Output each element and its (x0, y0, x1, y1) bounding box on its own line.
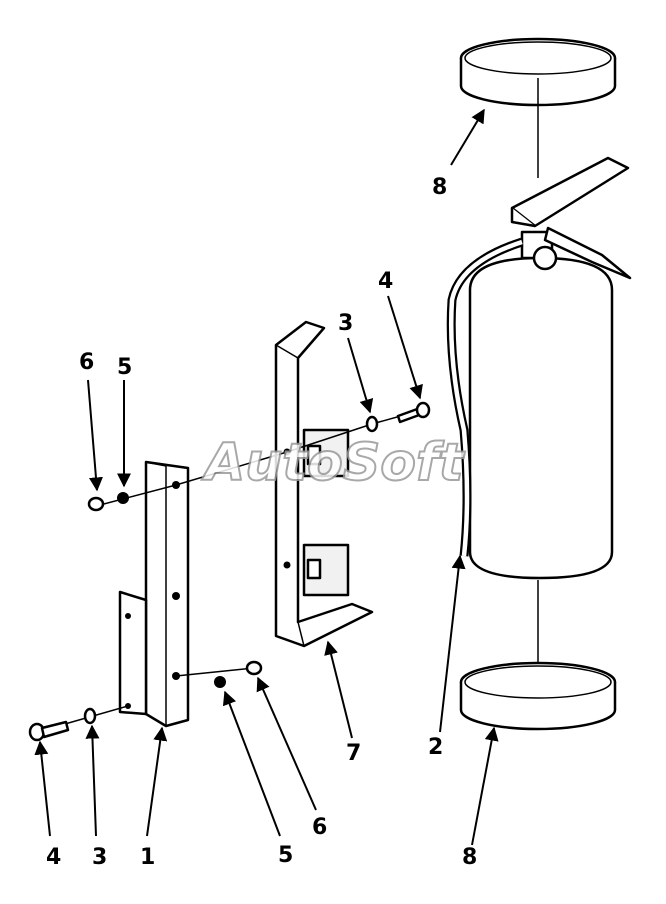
callout-3-top: 3 (338, 311, 353, 336)
washer-bottom (83, 707, 97, 725)
callout-5-bottom: 5 (278, 843, 293, 868)
callout-3-left: 3 (92, 845, 107, 870)
callout-6-left: 6 (79, 350, 94, 375)
watermark: AutoSoft (201, 433, 466, 493)
lock-washer-left (117, 492, 129, 504)
bottom-clamp-ring (459, 661, 617, 731)
nut-bottom (245, 660, 263, 676)
bracket-1 (118, 460, 190, 728)
bolt-bottom (28, 720, 70, 742)
callout-5-left: 5 (117, 355, 132, 380)
callout-1: 1 (140, 845, 155, 870)
callout-8-top: 8 (432, 175, 447, 200)
callout-7: 7 (346, 741, 361, 766)
callout-6-bottom: 6 (312, 815, 327, 840)
fire-extinguisher (446, 156, 632, 580)
washer-top (365, 415, 379, 433)
holder-7 (274, 320, 374, 648)
callout-2: 2 (428, 735, 443, 760)
nut-left (87, 496, 105, 512)
lock-washer-bottom (214, 676, 226, 688)
callout-4-top: 4 (378, 269, 393, 294)
leader-arrows (34, 108, 499, 846)
callout-4-left: 4 (46, 845, 61, 870)
callout-8-bottom: 8 (462, 845, 477, 870)
bolt-top (396, 401, 431, 424)
